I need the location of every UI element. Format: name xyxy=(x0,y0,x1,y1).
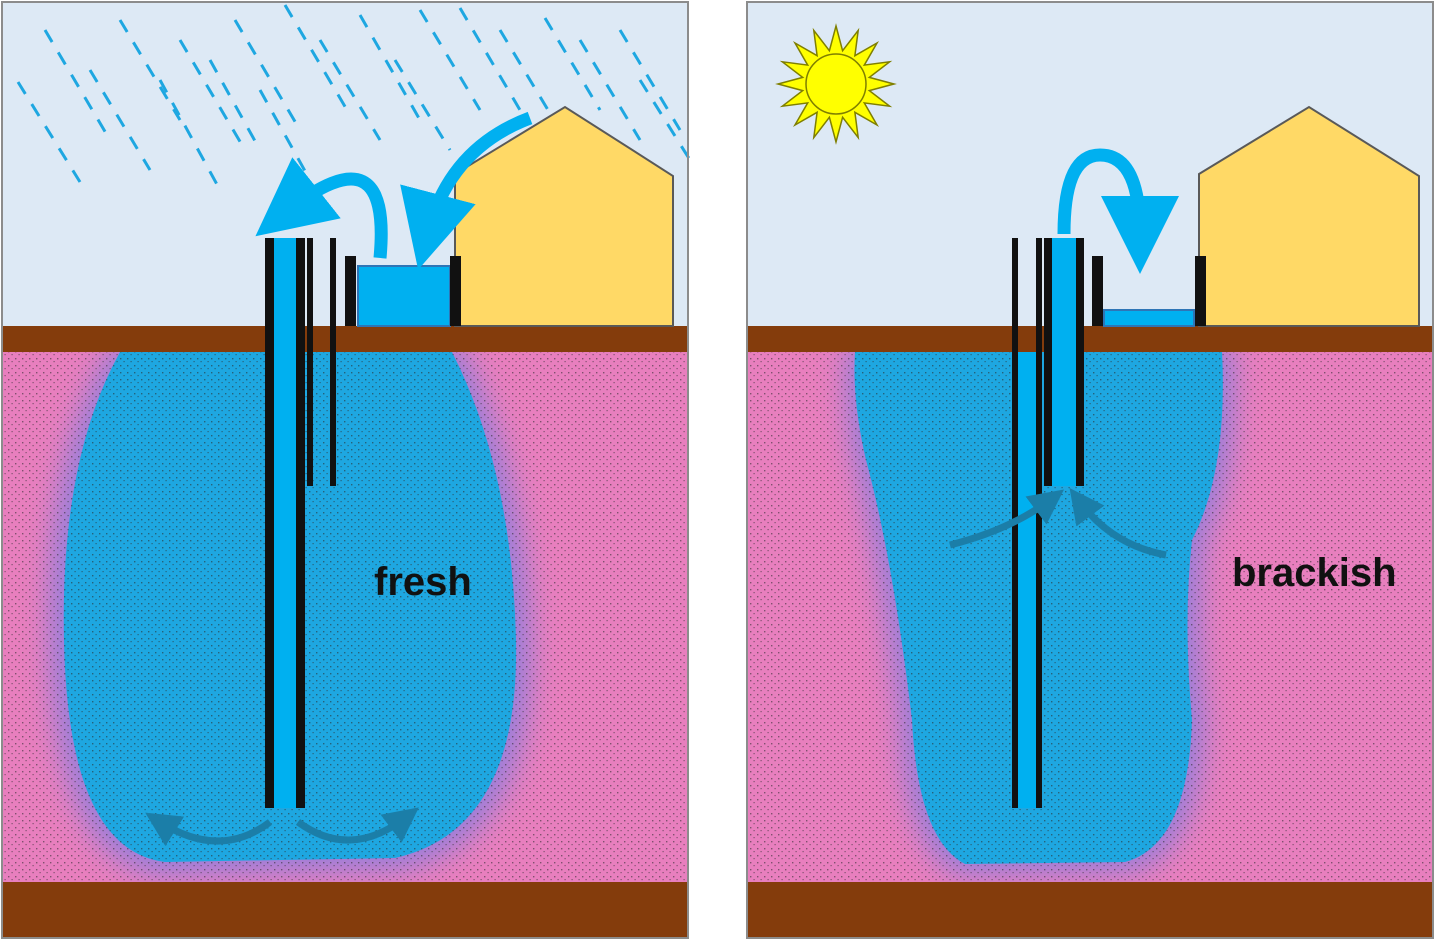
runoff-arrow xyxy=(400,111,533,270)
outflow-arrow-left xyxy=(145,812,273,847)
storage-basin-left xyxy=(345,256,461,327)
panel-right-sun: brackish xyxy=(746,1,1434,939)
aquifer-texture-left xyxy=(2,352,688,882)
soil-top-right xyxy=(747,326,1433,352)
storage-basin-right xyxy=(1092,256,1206,327)
pump-arrow xyxy=(1057,148,1179,274)
well-pipe-left xyxy=(265,238,336,808)
soil-bottom-left xyxy=(2,882,688,938)
panel-left-rain: fresh xyxy=(1,1,692,939)
aquifer-texture-right xyxy=(747,352,1433,882)
outflow-arrow-right xyxy=(295,807,419,844)
inflow-arrow-left xyxy=(949,489,1065,549)
sun-icon xyxy=(775,23,897,145)
panel-border-left xyxy=(1,1,689,939)
panel-border-right xyxy=(746,1,1434,939)
soil-top-left xyxy=(2,326,688,352)
label-brackish: brackish xyxy=(1232,551,1397,595)
soil-bottom-right xyxy=(747,882,1433,938)
inflow-arrow-right xyxy=(1069,487,1167,559)
label-fresh: fresh xyxy=(374,560,472,604)
infiltration-arrow xyxy=(255,157,388,259)
